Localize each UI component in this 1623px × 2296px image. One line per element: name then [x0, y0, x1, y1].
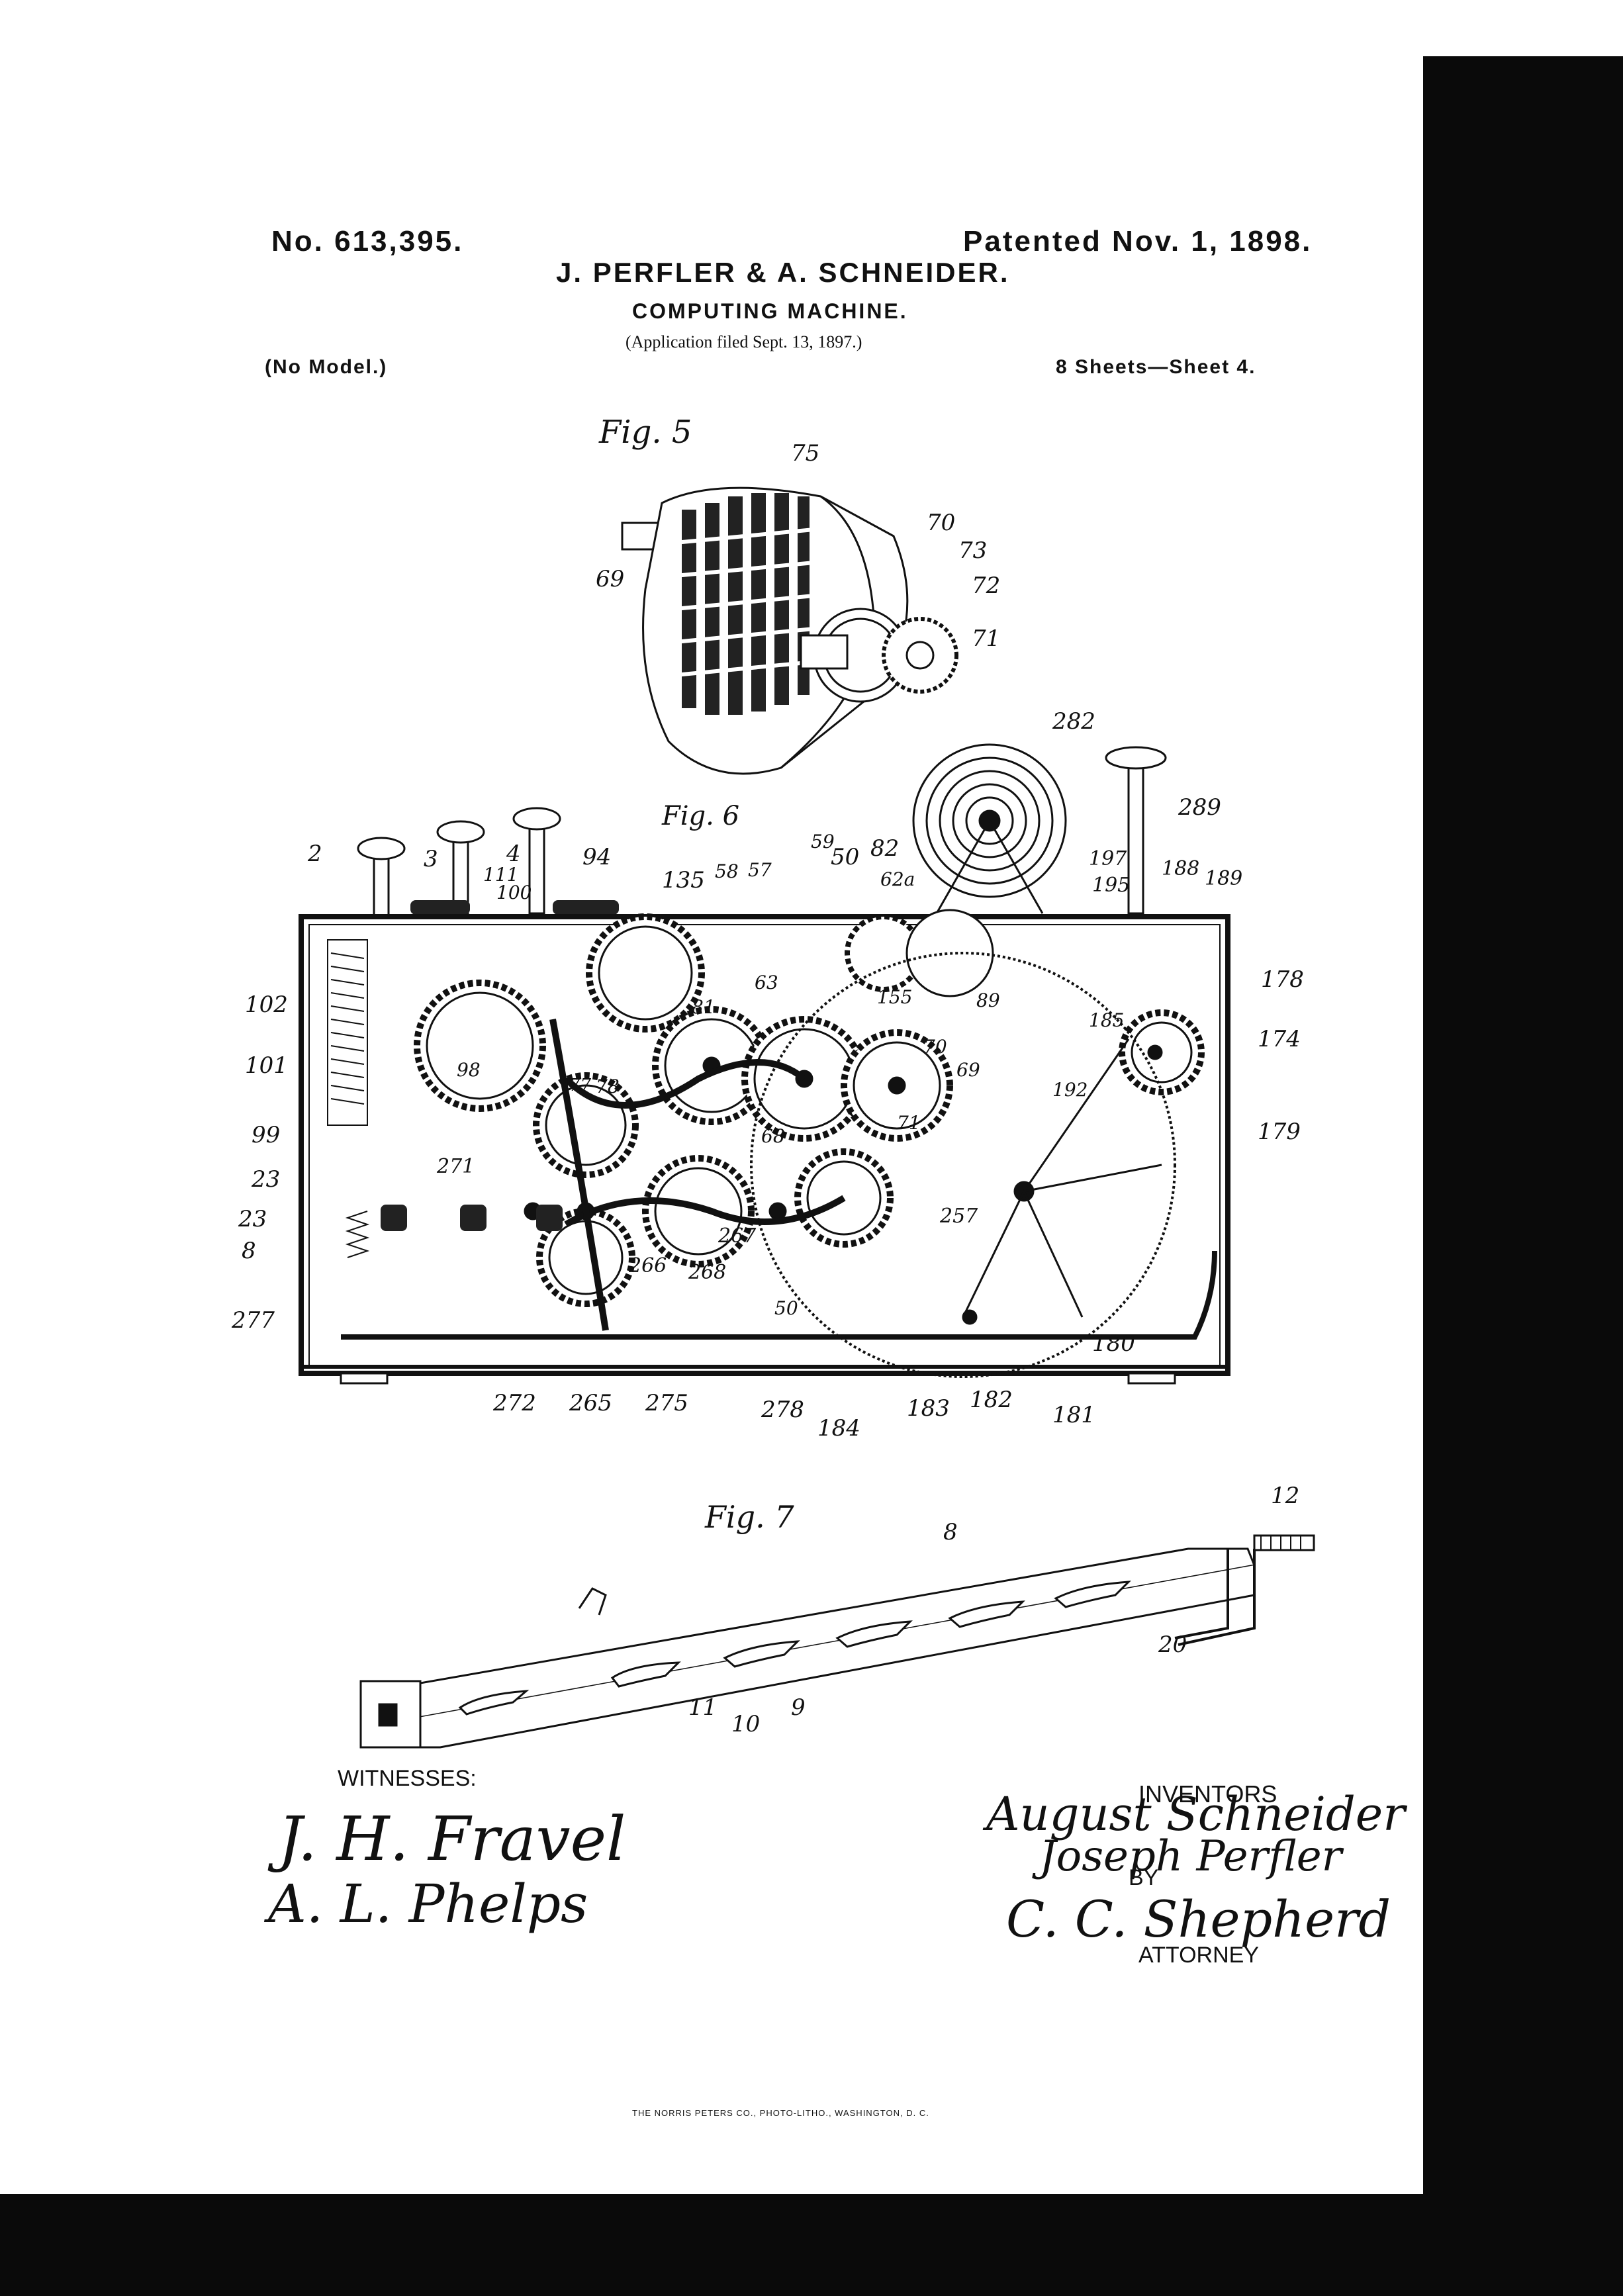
fig6-callout-265: 265 — [569, 1390, 612, 1416]
by-label: BY — [1129, 1865, 1159, 1890]
fig6-label: Fig. 6 — [662, 801, 740, 831]
fig6-callout-70: 70 — [923, 1036, 947, 1058]
fig6-callout-57: 57 — [748, 859, 772, 881]
fig6-callout-188: 188 — [1162, 857, 1200, 880]
fig6-callout-62a: 62a — [880, 868, 915, 890]
fig6-callout-179: 179 — [1258, 1119, 1301, 1145]
attorney-label: ATTORNEY — [1138, 1943, 1259, 1968]
fig6-callout-135: 135 — [662, 867, 705, 894]
fig6-callout-181: 181 — [1052, 1402, 1095, 1428]
fig5-callout-75: 75 — [791, 440, 820, 467]
fig7-drawing — [359, 1534, 1315, 1749]
fig6-callout-68: 68 — [761, 1125, 785, 1147]
fig6-callout-189: 189 — [1205, 867, 1243, 890]
fig6-callout-63: 63 — [755, 972, 778, 993]
witness-signature-2: A. L. Phelps — [268, 1873, 588, 1935]
attorney-signature: C. C. Shepherd — [1006, 1890, 1391, 1949]
patent-number: No. 613,395. — [271, 225, 464, 257]
fig7-callout-9: 9 — [791, 1694, 806, 1721]
fig6-callout-271: 271 — [437, 1155, 475, 1178]
fig6-callout-78: 78 — [596, 1076, 620, 1097]
fig6-callout-71: 71 — [897, 1112, 921, 1134]
fig6-callout-178: 178 — [1261, 966, 1304, 993]
fig6-callout-278: 278 — [761, 1397, 804, 1423]
fig5-label: Fig. 5 — [599, 414, 692, 451]
fig6-callout-77: 77 — [569, 1076, 592, 1095]
fig5-callout-71: 71 — [972, 625, 1001, 652]
fig5-callout-69: 69 — [596, 566, 625, 592]
fig6-callout-289: 289 — [1178, 794, 1221, 821]
fig6-callout-185: 185 — [1089, 1009, 1125, 1031]
fig6-callout-195: 195 — [1092, 874, 1131, 897]
fig6-callout-23b: 23 — [238, 1206, 267, 1232]
fig7-callout-12: 12 — [1271, 1483, 1300, 1509]
fig6-callout-81: 81 — [692, 996, 716, 1018]
fig6-callout-69: 69 — [956, 1059, 980, 1081]
fig6-callout-8: 8 — [242, 1238, 256, 1264]
fig6-callout-155: 155 — [877, 986, 913, 1008]
fig6-callout-282: 282 — [1052, 708, 1095, 735]
fig7-callout-8: 8 — [943, 1519, 958, 1545]
fig6-callout-275: 275 — [645, 1390, 688, 1416]
invention-title: COMPUTING MACHINE. — [632, 299, 908, 323]
fig6-callout-192: 192 — [1052, 1079, 1088, 1101]
witness-signature-1: J. H. Fravel — [278, 1804, 626, 1874]
model-note: (No Model.) — [265, 356, 388, 378]
fig6-callout-58: 58 — [715, 860, 739, 882]
fig6-callout-182: 182 — [970, 1387, 1013, 1413]
fig6-callout-50: 50 — [831, 844, 860, 870]
fig5-callout-72: 72 — [972, 573, 1001, 599]
fig7-callout-11: 11 — [688, 1694, 718, 1721]
patented-date: Patented Nov. 1, 1898. — [963, 225, 1313, 257]
fig6-callout-183: 183 — [907, 1395, 950, 1422]
fig6-callout-99: 99 — [252, 1122, 281, 1148]
fig6-callout-94: 94 — [582, 844, 612, 870]
fig6-callout-197: 197 — [1089, 847, 1127, 870]
fig6-callout-180: 180 — [1092, 1330, 1135, 1357]
fig6-callout-266: 266 — [629, 1254, 667, 1277]
fig6-callout-184: 184 — [817, 1415, 860, 1442]
inventors-title: J. PERFLER & A. SCHNEIDER. — [556, 257, 1010, 288]
scan-border-right — [1423, 56, 1623, 2296]
fig6-callout-98: 98 — [457, 1059, 481, 1081]
fig7-label: Fig. 7 — [705, 1499, 794, 1535]
inventor-signature-2: Joseph Perfler — [1039, 1832, 1342, 1881]
fig6-callout-102: 102 — [245, 991, 288, 1018]
witnesses-label: WITNESSES: — [338, 1766, 477, 1791]
fig5-callout-70: 70 — [927, 510, 956, 536]
fig6-callout-82: 82 — [870, 835, 900, 862]
fig6-callout-50b: 50 — [774, 1297, 798, 1319]
application-date: (Application filed Sept. 13, 1897.) — [626, 332, 862, 351]
fig5-callout-73: 73 — [958, 537, 988, 564]
fig6-callout-59: 59 — [811, 831, 835, 852]
fig6-callout-277: 277 — [232, 1307, 275, 1334]
fig5-drawing — [621, 486, 958, 775]
inventor-signature-1: August Schneider — [986, 1787, 1405, 1841]
fig6-callout-100: 100 — [496, 882, 532, 903]
fig6-callout-2: 2 — [308, 841, 322, 867]
fig6-callout-23a: 23 — [252, 1166, 281, 1193]
fig7-callout-10: 10 — [731, 1711, 761, 1737]
fig6-callout-272: 272 — [493, 1390, 536, 1416]
fig6-callout-174: 174 — [1258, 1026, 1301, 1052]
fig6-callout-111: 111 — [483, 864, 519, 886]
fig6-callout-268: 268 — [688, 1261, 727, 1284]
fig6-callout-89: 89 — [976, 989, 1000, 1011]
fig6-callout-267: 267 — [718, 1224, 757, 1248]
sheet-count: 8 Sheets—Sheet 4. — [1056, 356, 1256, 378]
fig6-callout-257: 257 — [940, 1205, 978, 1228]
fig6-callout-101: 101 — [245, 1052, 288, 1079]
scan-border-bottom — [0, 2194, 1623, 2296]
fig6-callout-4: 4 — [506, 841, 521, 867]
printer-credit: THE NORRIS PETERS CO., PHOTO-LITHO., WAS… — [632, 2108, 929, 2118]
inventors-label: INVENTORS — [1138, 1780, 1277, 1808]
fig7-callout-20: 20 — [1158, 1631, 1187, 1658]
fig6-callout-3: 3 — [424, 846, 438, 872]
fig6-drawing — [299, 743, 1230, 1385]
